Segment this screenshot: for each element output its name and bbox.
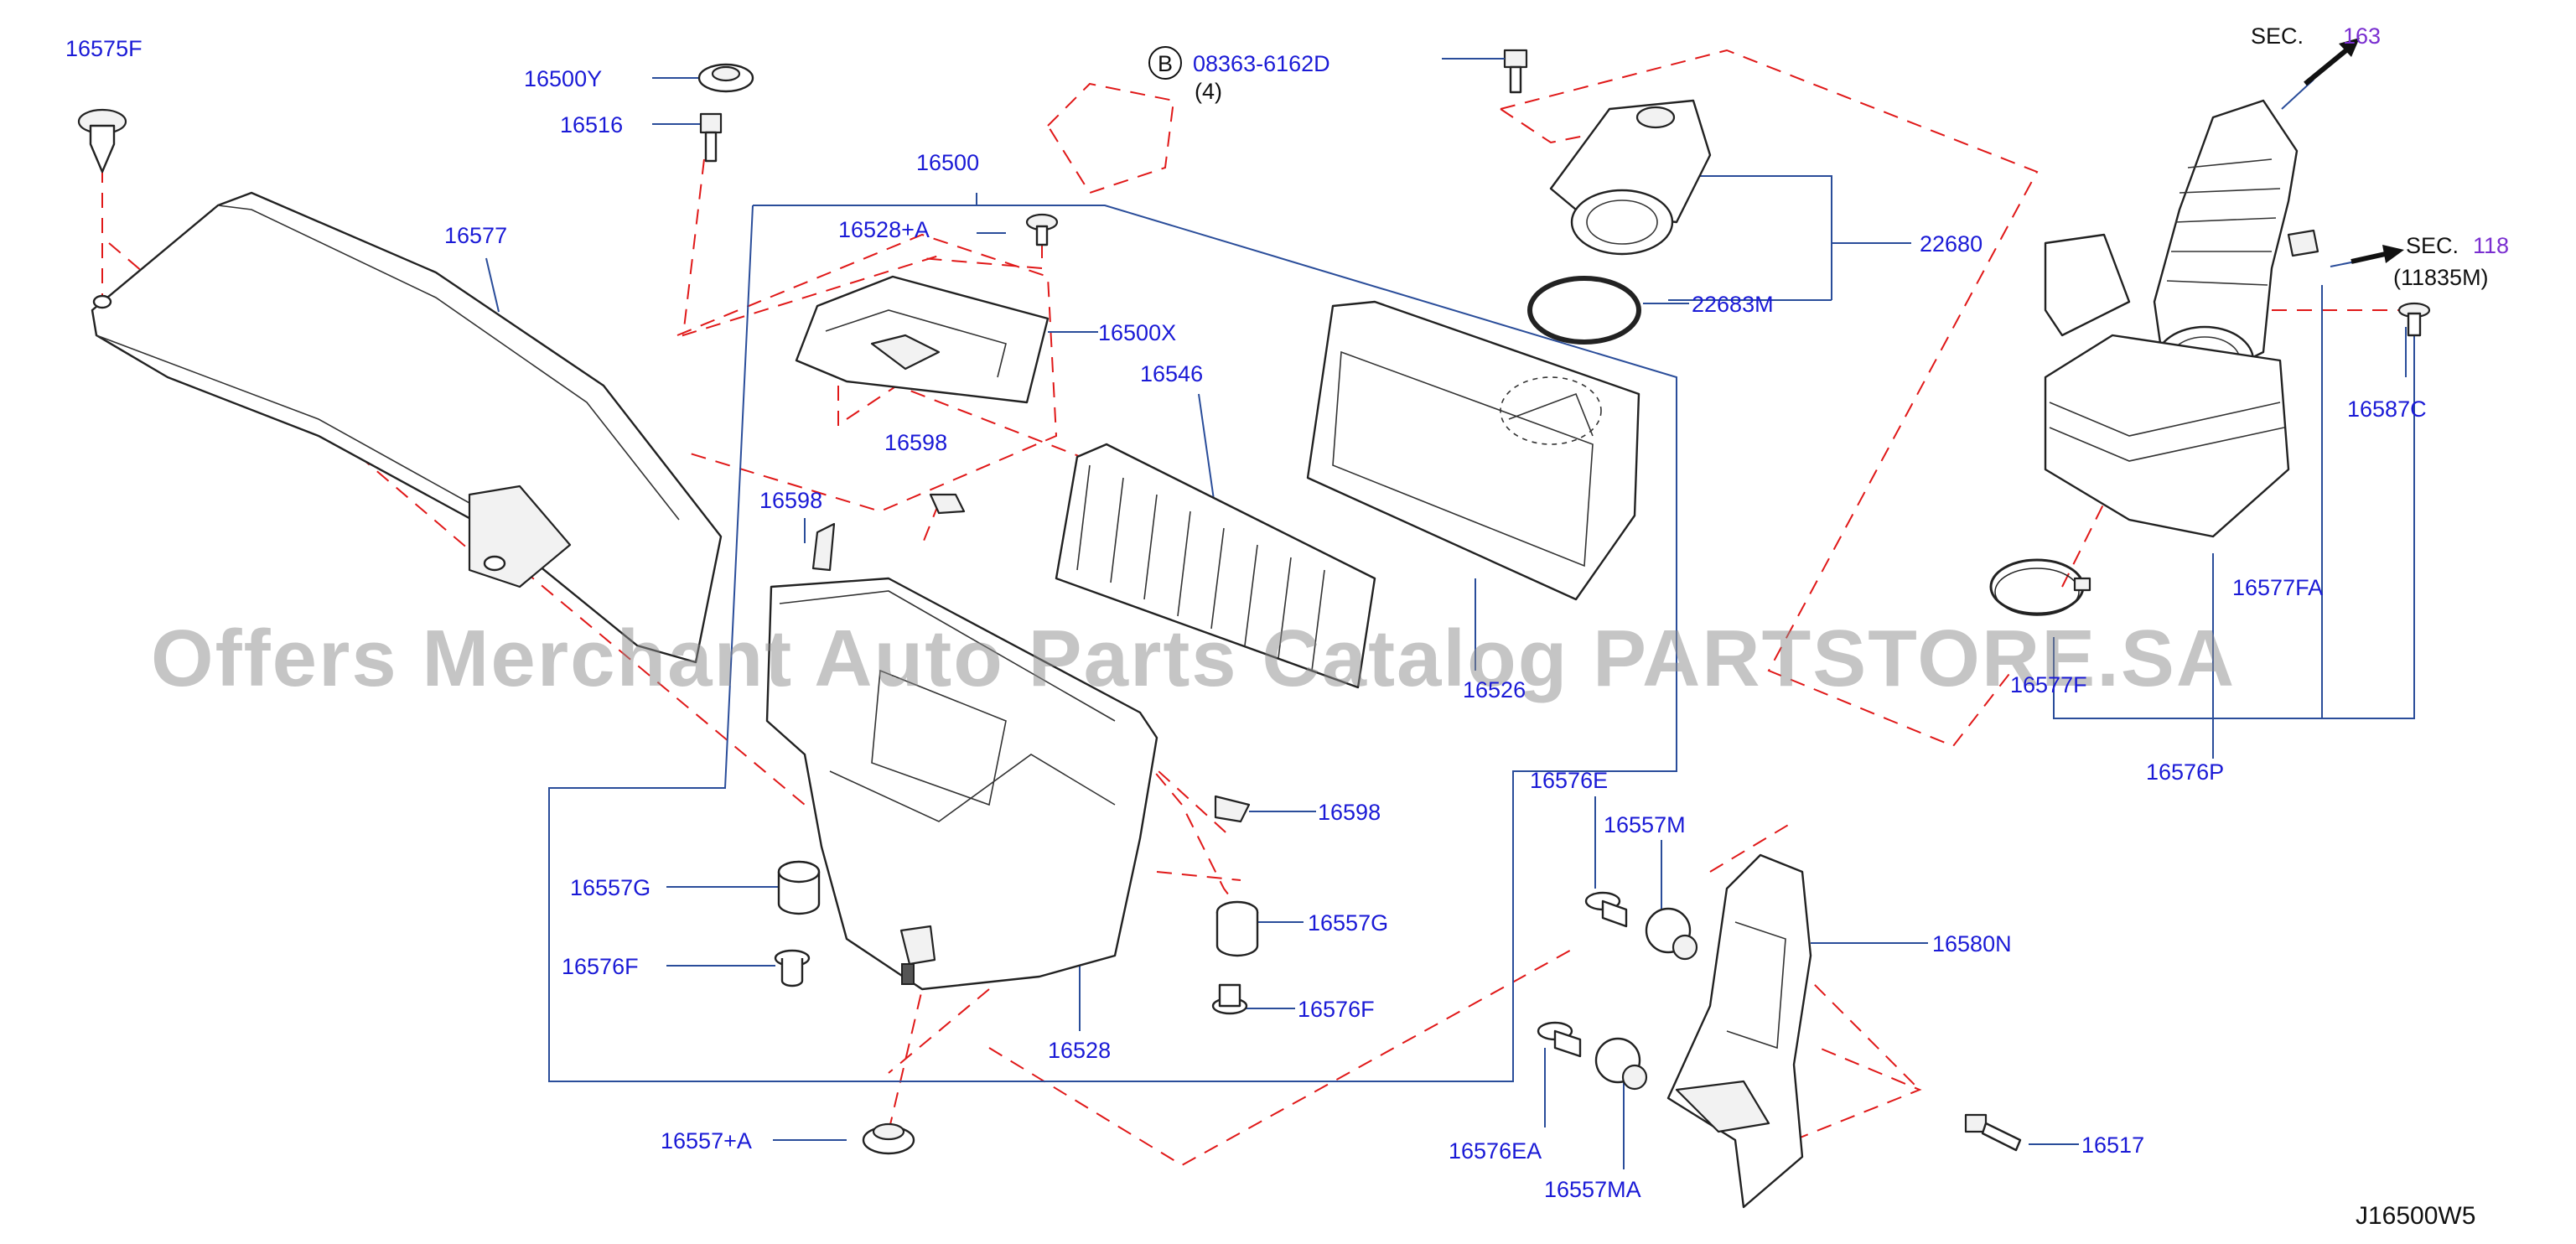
collar-16576F-right-drawing: [1211, 983, 1248, 1015]
callout-badge: B: [1158, 51, 1173, 76]
grommet-16557A-drawing: [862, 1122, 915, 1155]
label-16517[interactable]: 16517: [2081, 1133, 2144, 1158]
oring-22683M-drawing: [1527, 276, 1641, 345]
label-16576P[interactable]: 16576P: [2146, 759, 2224, 785]
inlet-hose-16576P-drawing: [2044, 99, 2319, 538]
label-16577[interactable]: 16577: [444, 223, 507, 248]
diagram-code: J16500W5: [2356, 1202, 2475, 1230]
bracket-16580N-drawing: [1666, 853, 1812, 1209]
label-16500[interactable]: 16500: [916, 150, 979, 175]
label-16576E[interactable]: 16576E: [1530, 768, 1608, 793]
section-118[interactable]: SEC. 118 (11835M): [2393, 233, 2509, 290]
clip-16575F-drawing: [77, 108, 127, 174]
label-22683M[interactable]: 22683M: [1692, 292, 1774, 317]
sec-118-prefix: SEC.: [2406, 233, 2459, 258]
bolt-callout: B 08363-6162D (4): [1148, 46, 1505, 104]
bushing-16557G-right-drawing: [1215, 900, 1259, 957]
grommet-16500Y-drawing: [697, 63, 754, 93]
label-16557A[interactable]: 16557+A: [661, 1128, 752, 1153]
label-16500Y[interactable]: 16500Y: [524, 66, 602, 91]
label-16557MA[interactable]: 16557MA: [1544, 1177, 1641, 1202]
filter-16546-drawing: [1055, 443, 1376, 689]
sec-118-sub: (11835M): [2393, 265, 2489, 290]
part-labels: 16575F 16500Y 16516 16500 16577 16528+A …: [65, 36, 2427, 1202]
box-upper-16526-drawing: [1306, 300, 1640, 601]
label-16580N[interactable]: 16580N: [1932, 931, 2012, 956]
pin-16528A-drawing: [1025, 213, 1059, 246]
label-16577F[interactable]: 16577F: [2010, 672, 2087, 697]
label-16528[interactable]: 16528: [1048, 1038, 1111, 1063]
label-16516[interactable]: 16516: [560, 112, 623, 137]
bolt-16516-drawing: [699, 112, 723, 163]
sec-163-prefix: SEC.: [2251, 23, 2304, 49]
bolt-08363-drawing: [1503, 49, 1528, 94]
label-16557G-right[interactable]: 16557G: [1308, 910, 1388, 936]
bolt-16517-drawing: [1964, 1113, 2022, 1152]
label-16500X[interactable]: 16500X: [1098, 320, 1176, 345]
label-16577FA[interactable]: 16577FA: [2232, 575, 2323, 600]
sec-163-number[interactable]: 163: [2343, 23, 2381, 49]
label-16576EA[interactable]: 16576EA: [1449, 1138, 1542, 1164]
maf-22680-drawing: [1549, 99, 1712, 256]
bushing-16557MA-drawing: [1594, 1037, 1648, 1091]
label-16598-top[interactable]: 16598: [884, 430, 947, 455]
clip-16598-drawing: [811, 493, 1251, 823]
collar-16576E-drawing: [1584, 891, 1628, 928]
filter-pleats: [1076, 464, 1325, 671]
clip-16587C-drawing: [2397, 302, 2431, 337]
watermark: Offers Merchant Auto Parts Catalog PARTS…: [151, 614, 2236, 703]
label-22680[interactable]: 22680: [1920, 231, 1983, 257]
sec-arrows: [2304, 38, 2404, 264]
air-duct-16577-drawing: [91, 191, 723, 664]
bushing-16557G-left-drawing: [777, 860, 821, 915]
section-163[interactable]: SEC. 163: [2251, 23, 2381, 49]
collar-16576EA-drawing: [1537, 1021, 1582, 1058]
cover-16500X-drawing: [795, 275, 1050, 404]
hose-ribs: [2166, 158, 2281, 286]
clamp-16577F-drawing: [1989, 558, 2091, 616]
bushing-16557M-drawing: [1645, 907, 1698, 961]
callout-qty: (4): [1195, 79, 1222, 104]
label-16557M[interactable]: 16557M: [1604, 812, 1686, 837]
label-16598-right[interactable]: 16598: [1318, 800, 1381, 825]
label-16576F-right[interactable]: 16576F: [1298, 997, 1375, 1022]
label-16575F[interactable]: 16575F: [65, 36, 143, 61]
sec-118-number[interactable]: 118: [2473, 233, 2509, 258]
label-16526[interactable]: 16526: [1463, 677, 1526, 702]
leader-lines: [485, 77, 2415, 1169]
label-16528A[interactable]: 16528+A: [838, 217, 930, 242]
label-16557G-left[interactable]: 16557G: [570, 875, 650, 900]
label-16546[interactable]: 16546: [1140, 361, 1203, 386]
label-08363-6162D[interactable]: 08363-6162D: [1193, 51, 1330, 76]
box-lower-16528-drawing: [765, 577, 1158, 991]
label-16576F-left[interactable]: 16576F: [562, 954, 639, 979]
collar-16576F-left-drawing: [774, 949, 811, 987]
label-16598-left[interactable]: 16598: [759, 488, 822, 513]
label-16587C[interactable]: 16587C: [2347, 397, 2427, 422]
